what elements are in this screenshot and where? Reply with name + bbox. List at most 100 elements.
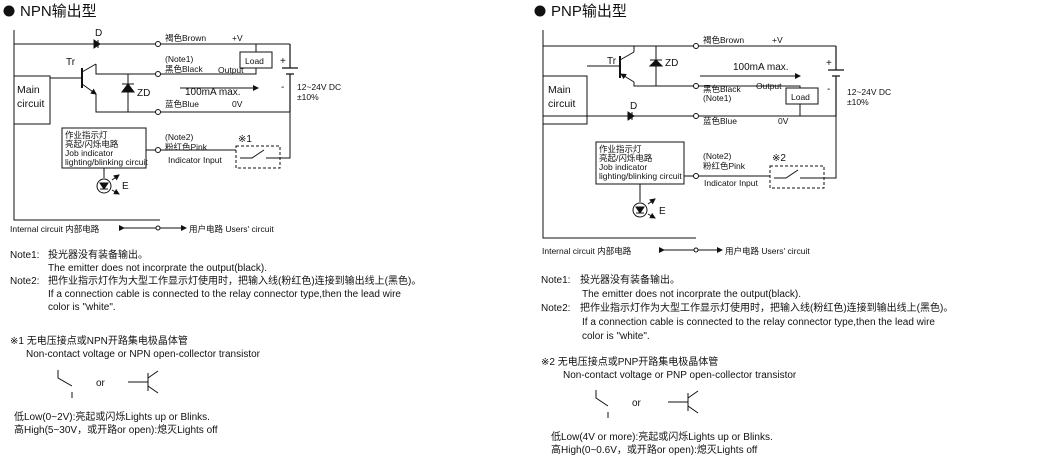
internal-circuit-label: Internal circuit 内部电路 bbox=[10, 224, 100, 234]
diode-d-label: D bbox=[630, 101, 637, 112]
led-e-label: E bbox=[122, 181, 129, 192]
note1-label: (Note1) bbox=[703, 93, 732, 103]
diode-d-label: D bbox=[95, 28, 102, 39]
note-x2-cn: ※2 无电压接点或PNP开路集电极晶体管 bbox=[541, 355, 718, 368]
users-circuit-label: 用户电路 Users' circuit bbox=[725, 246, 810, 256]
npn-diagram: NPN输出型 Main circuit D 褐色Brown +V Tr ZD (… bbox=[3, 3, 341, 234]
current-label: 100mA max. bbox=[185, 87, 241, 98]
zero-v-label: 0V bbox=[778, 116, 789, 126]
load-label: Load bbox=[791, 92, 810, 102]
job-indicator-box bbox=[61, 127, 147, 169]
indicator-label: Indicator Input bbox=[168, 155, 223, 165]
load-box bbox=[785, 87, 819, 105]
note2-cn: 把作业指示灯作为大型工作显示灯使用时，把输入线(粉红色)连接到输出线上(黑色)。 bbox=[48, 274, 421, 287]
note2-cn: 把作业指示灯作为大型工作显示灯使用时，把输入线(粉红色)连接到输出线上(黑色)。 bbox=[580, 301, 953, 314]
transistor-label: Tr bbox=[66, 57, 76, 68]
job-label-4: lighting/blinking circuit bbox=[65, 157, 148, 167]
main-circuit-label-1: Main bbox=[17, 84, 40, 96]
job-label-2: 亮起/闪烁电路 bbox=[599, 153, 653, 163]
note1-cn: 投光器没有装备输出。 bbox=[48, 248, 148, 261]
terminal-pink bbox=[693, 173, 699, 179]
bullet-icon bbox=[534, 5, 546, 17]
switch-icon bbox=[774, 169, 824, 179]
main-circuit-box bbox=[13, 75, 51, 125]
job-label-4: lighting/blinking circuit bbox=[599, 171, 682, 181]
transistor-icon bbox=[668, 390, 699, 414]
note2-label: (Note2) bbox=[703, 151, 732, 161]
note-x2-en: Non-contact voltage or PNP open-collecto… bbox=[563, 370, 797, 381]
terminal-black bbox=[693, 83, 699, 89]
diode-d-icon bbox=[627, 111, 635, 121]
main-circuit-label-2: circuit bbox=[548, 98, 576, 110]
main-circuit-label-2: circuit bbox=[17, 98, 45, 110]
job-indicator-box bbox=[595, 141, 685, 185]
black-label: 黑色Black bbox=[703, 84, 742, 94]
terminal-brown bbox=[693, 43, 699, 49]
zener-label: ZD bbox=[665, 58, 678, 69]
switch-box bbox=[769, 165, 825, 189]
internal-box bbox=[13, 30, 160, 221]
job-label-3: Job indicator bbox=[65, 148, 113, 158]
tolerance-label: ±10% bbox=[847, 97, 869, 107]
plus-v-label: +V bbox=[772, 35, 783, 45]
note1-en: The emitter does not incorprate the outp… bbox=[582, 289, 801, 300]
note2-en-2: color is "white". bbox=[48, 302, 116, 313]
tolerance-label: ±10% bbox=[297, 92, 319, 102]
pink-label: 粉红色Pink bbox=[703, 161, 746, 171]
black-label: 黑色Black bbox=[165, 64, 204, 74]
minus-sign: - bbox=[827, 84, 830, 95]
blue-label: 蓝色Blue bbox=[703, 116, 737, 126]
pink-label: 粉红色Pink bbox=[165, 142, 208, 152]
note2-tag: Note2: bbox=[10, 276, 39, 287]
note2-en-1: If a connection cable is connected to th… bbox=[582, 317, 935, 328]
note-x1-cn: ※1 无电压接点或NPN开路集电极晶体管 bbox=[10, 334, 188, 347]
switch-box bbox=[235, 145, 281, 169]
pnp-diagram: PNP输出型 Main circuit 褐色Brown +V Tr ZD 100… bbox=[534, 3, 891, 256]
plus-v-label: +V bbox=[232, 33, 243, 43]
mark1-label: ※1 bbox=[238, 134, 252, 145]
or-label: or bbox=[632, 398, 642, 409]
high-label: 高High(5~30V，或开路or open):熄灭Lights off bbox=[14, 423, 218, 436]
note2-en-2: color is "white". bbox=[582, 331, 650, 342]
note-x1-en: Non-contact voltage or NPN open-collecto… bbox=[26, 349, 261, 360]
terminal-black bbox=[155, 71, 161, 77]
note2-label: (Note2) bbox=[165, 132, 194, 142]
current-label: 100mA max. bbox=[733, 62, 789, 73]
note2-en-1: If a connection cable is connected to th… bbox=[48, 289, 401, 300]
low-label: 低Low(0~2V):亮起或闪烁Lights up or Blinks. bbox=[14, 410, 210, 423]
note1-cn: 投光器没有装备输出。 bbox=[580, 273, 680, 286]
indicator-label: Indicator Input bbox=[704, 178, 759, 188]
mark2-label: ※2 bbox=[772, 153, 786, 164]
terminal-brown bbox=[155, 41, 161, 47]
pnp-title: PNP输出型 bbox=[551, 3, 627, 20]
contact-icon bbox=[57, 370, 73, 398]
high-label: 高High(0~0.6V，或开路or open):熄灭Lights off bbox=[551, 443, 758, 456]
output-label: Output bbox=[218, 65, 244, 75]
brown-label: 褐色Brown bbox=[703, 35, 744, 45]
terminal-blue bbox=[155, 109, 161, 115]
low-label: 低Low(4V or more):亮起或闪烁Lights up or Blink… bbox=[551, 430, 773, 443]
note1-tag: Note1: bbox=[541, 275, 570, 286]
job-label-2: 亮起/闪烁电路 bbox=[65, 139, 119, 149]
supply-label: 12~24V DC bbox=[847, 87, 891, 97]
brown-label: 褐色Brown bbox=[165, 33, 206, 43]
switch-icon bbox=[240, 149, 280, 159]
battery-icon bbox=[282, 44, 298, 112]
contact-icon bbox=[595, 390, 609, 418]
job-label-3: Job indicator bbox=[599, 162, 647, 172]
blue-label: 蓝色Blue bbox=[165, 99, 199, 109]
plus-sign: + bbox=[826, 58, 832, 69]
main-circuit-label-1: Main bbox=[548, 84, 571, 96]
notes-left: Note1: 投光器没有装备输出。 The emitter does not i… bbox=[10, 248, 421, 436]
bullet-icon bbox=[3, 5, 15, 17]
note1-label: (Note1) bbox=[165, 54, 194, 64]
led-e-label: E bbox=[659, 206, 666, 217]
zero-v-label: 0V bbox=[232, 99, 243, 109]
job-label-1: 作业指示灯 bbox=[599, 144, 642, 154]
transistor-icon bbox=[128, 370, 159, 394]
load-label: Load bbox=[245, 56, 264, 66]
job-label-1: 作业指示灯 bbox=[65, 130, 108, 140]
npn-title: NPN输出型 bbox=[20, 3, 97, 20]
transistor-label: Tr bbox=[607, 56, 617, 67]
